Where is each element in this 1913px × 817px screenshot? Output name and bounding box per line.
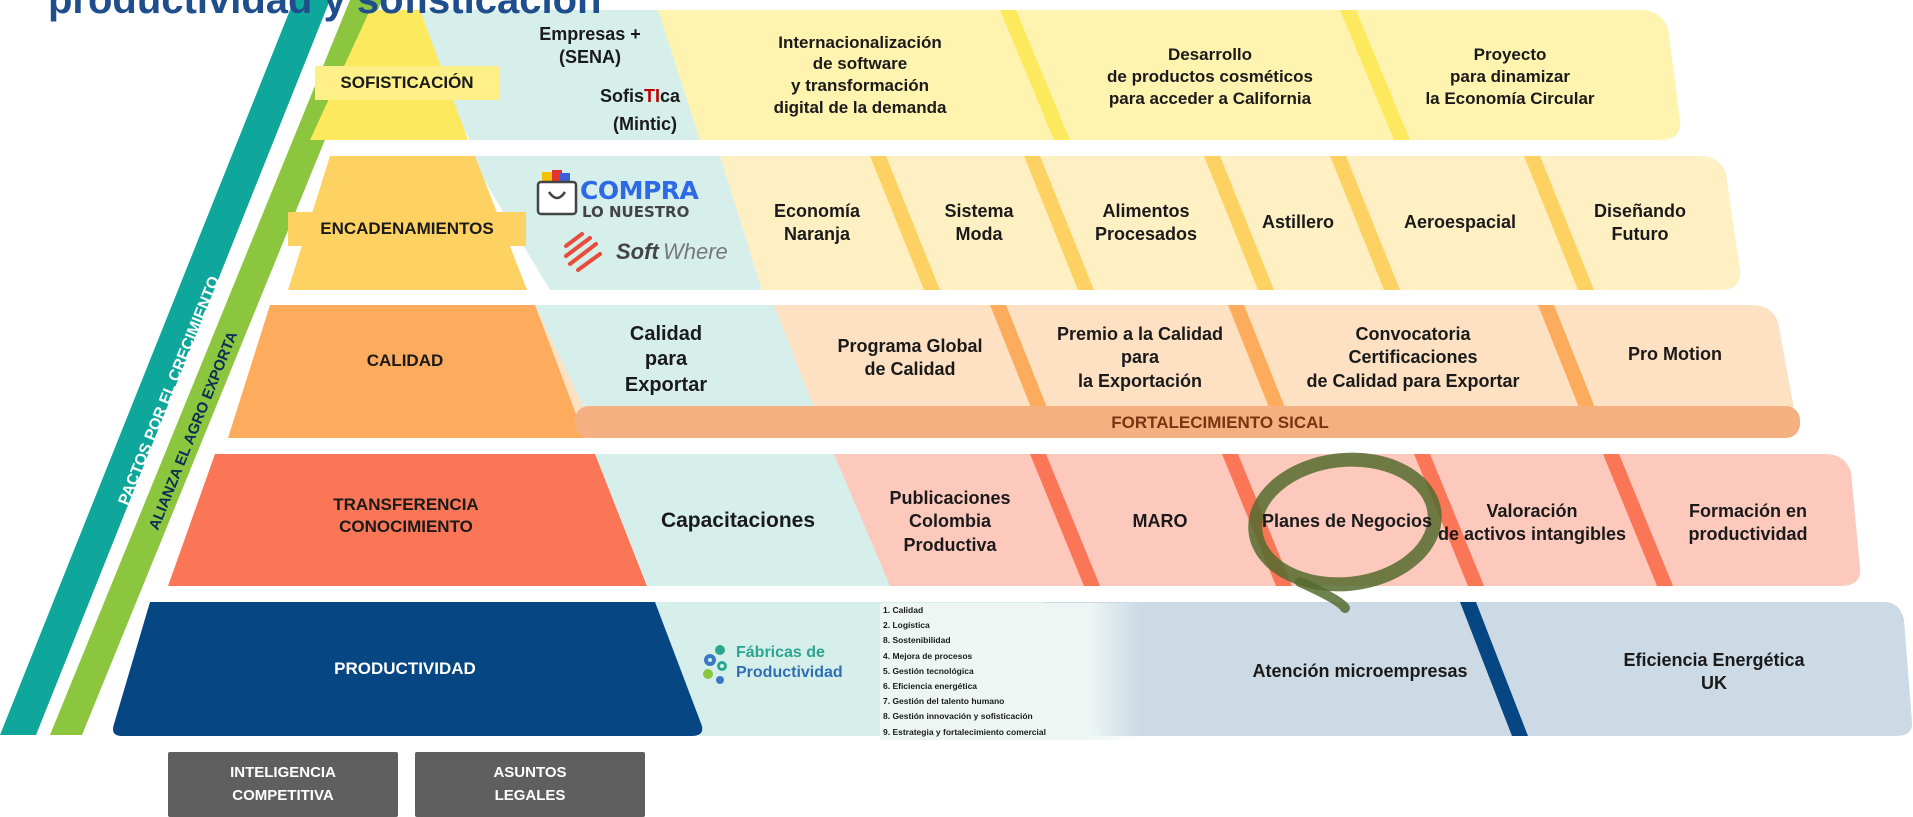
list-item: 4. Mejora de procesos [880, 648, 1140, 664]
transferencia-sep [1603, 454, 1673, 586]
sofisticacion-sep [1340, 10, 1410, 140]
fabricas-logo-line2: Productividad [736, 664, 843, 681]
calidad-triangle [228, 305, 585, 438]
page-title: productividad y sofisticación [48, 0, 602, 22]
softwhere-text-b: Where [663, 239, 728, 264]
encadenamientos-sep [1024, 156, 1094, 290]
level-label-productividad: PRODUCTIVIDAD [334, 658, 476, 678]
softwhere-mark-icon [564, 232, 602, 272]
transferencia-triangle [168, 454, 647, 586]
list-item: 9. Estrategia y fortalecimiento comercia… [880, 724, 1140, 740]
level-label-transferencia: TRANSFERENCIA CONOCIMIENTO [333, 494, 479, 536]
pactos-bar [0, 0, 330, 735]
calidad-band [535, 305, 1797, 438]
productividad-triangle [113, 602, 703, 736]
sofisticacion-sep [1000, 10, 1070, 140]
list-item: 5. Gestión tecnológica [880, 663, 1140, 679]
shopping-bag-icon [536, 170, 578, 216]
productividad-sep [1460, 602, 1528, 736]
productividad-list: 1. Calidad 2. Logística 8. Sostenibilida… [880, 603, 1140, 740]
highlight-circle [1248, 452, 1442, 613]
softwhere-logo: Soft Where [560, 230, 740, 274]
sofisticacion-mint [395, 10, 700, 140]
sical-strip [575, 406, 1800, 438]
list-item: 8. Gestión innovación y sofisticación [880, 709, 1140, 725]
level-label-calidad: CALIDAD [366, 350, 444, 370]
inteligencia-competitiva-button[interactable]: INTELIGENCIA COMPETITIVA [168, 752, 398, 817]
level-label-encadenamientos: ENCADENAMIENTOS [288, 212, 526, 246]
calidad-sep [1538, 305, 1596, 410]
calidad-mint [535, 305, 815, 410]
encadenamientos-sep [870, 156, 940, 290]
fabricas-productividad-logo: Fábricas de Productividad [696, 638, 866, 690]
transferencia-mint [595, 454, 890, 586]
list-item: 7. Gestión del talento humano [880, 694, 1140, 710]
list-item: 2. Logística [880, 618, 1140, 634]
calidad-sep [990, 305, 1048, 410]
asuntos-legales-button[interactable]: ASUNTOS LEGALES [415, 752, 645, 817]
encadenamientos-sep [1524, 156, 1594, 290]
encadenamientos-sep [1204, 156, 1274, 290]
level-label-sofisticacion: SOFISTICACIÓN [315, 66, 499, 100]
calidad-sep [1228, 305, 1286, 410]
encadenamientos-sep [1330, 156, 1400, 290]
gears-icon [703, 645, 727, 684]
encadenamientos-band [470, 156, 1741, 290]
list-item: 6. Eficiencia energética [880, 678, 1140, 695]
list-item: 1. Calidad [880, 603, 1140, 619]
compra-logo-bottom: LO NUESTRO [582, 203, 690, 221]
softwhere-text-a: Soft [616, 239, 659, 264]
transferencia-sep [1030, 454, 1100, 586]
list-item: 8. Sostenibilidad [880, 633, 1140, 649]
transferencia-band [595, 454, 1861, 586]
compra-lo-nuestro-logo: COMPRA LO NUESTRO [536, 168, 716, 221]
alianza-bar [50, 0, 382, 735]
compra-logo-top: COMPRA [580, 176, 699, 205]
fabricas-logo-line1: Fábricas de [736, 644, 825, 661]
